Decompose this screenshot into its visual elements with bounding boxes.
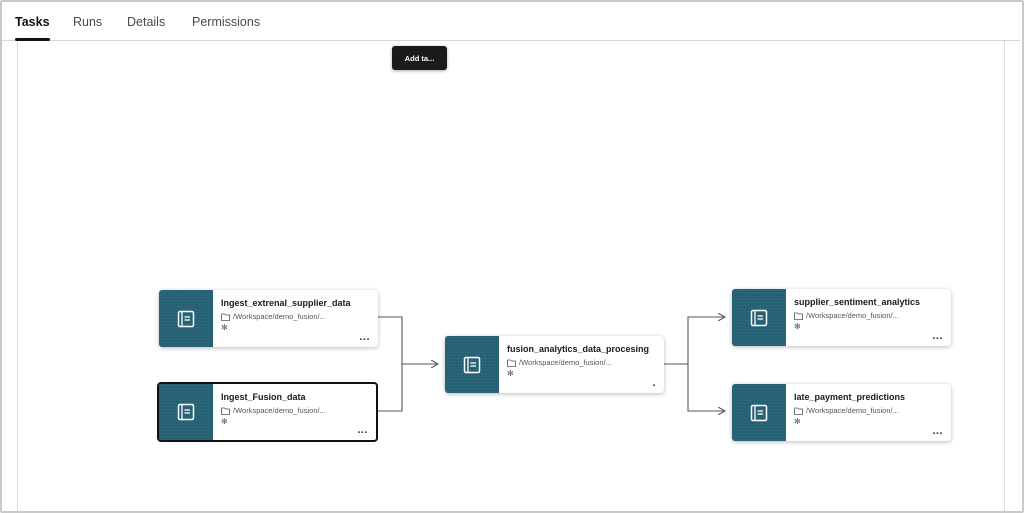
cluster-icon: ✻	[507, 369, 514, 378]
task-name: Ingest_extrenal_supplier_data	[221, 298, 351, 308]
task-path-row: /Workspace/demo_fusion/...	[794, 406, 899, 415]
more-options-icon[interactable]: .	[652, 377, 656, 389]
more-options-icon[interactable]: ...	[357, 424, 368, 436]
cluster-icon: ✻	[794, 322, 801, 331]
tab-permissions[interactable]: Permissions	[192, 15, 261, 29]
task-path: /Workspace/demo_fusion/...	[806, 406, 899, 415]
cluster-icon: ✻	[221, 417, 228, 426]
notebook-icon	[732, 289, 786, 346]
more-options-icon[interactable]: ...	[932, 330, 943, 342]
task-node-supplier-sentiment-analytics[interactable]: supplier_sentiment_analytics /Workspace/…	[732, 289, 951, 346]
folder-icon	[221, 313, 230, 321]
more-options-icon[interactable]: ...	[359, 331, 370, 343]
task-path-row: /Workspace/demo_fusion/...	[507, 358, 612, 367]
task-node-ingest-fusion[interactable]: Ingest_Fusion_data /Workspace/demo_fusio…	[157, 382, 378, 442]
tab-details[interactable]: Details	[127, 15, 166, 29]
notebook-icon	[732, 384, 786, 441]
task-node-late-payment-predictions[interactable]: late_payment_predictions /Workspace/demo…	[732, 384, 951, 441]
task-node-fusion-analytics-processing[interactable]: fusion_analytics_data_procesing /Workspa…	[445, 336, 664, 393]
task-name: fusion_analytics_data_procesing	[507, 344, 650, 354]
task-path-row: /Workspace/demo_fusion/...	[794, 311, 899, 320]
task-path-row: /Workspace/demo_fusion/...	[221, 312, 326, 321]
active-tab-indicator	[15, 38, 50, 41]
more-options-icon[interactable]: ...	[932, 425, 943, 437]
folder-icon	[794, 407, 803, 415]
task-node-ingest-external-supplier[interactable]: Ingest_extrenal_supplier_data /Workspace…	[159, 290, 378, 347]
folder-icon	[221, 407, 230, 415]
notebook-icon	[445, 336, 499, 393]
task-path: /Workspace/demo_fusion/...	[233, 312, 326, 321]
folder-icon	[507, 359, 516, 367]
folder-icon	[794, 312, 803, 320]
notebook-icon	[159, 290, 213, 347]
task-path: /Workspace/demo_fusion/...	[519, 358, 612, 367]
tab-runs[interactable]: Runs	[73, 15, 103, 29]
add-task-button[interactable]: Add ta...	[392, 46, 447, 70]
notebook-icon	[159, 384, 213, 440]
task-name: supplier_sentiment_analytics	[794, 297, 921, 307]
tab-bar: Tasks Runs Details Permissions	[2, 2, 1020, 41]
task-path: /Workspace/demo_fusion/...	[233, 406, 326, 415]
cluster-icon: ✻	[221, 323, 228, 332]
tab-tasks[interactable]: Tasks	[15, 15, 50, 29]
task-path: /Workspace/demo_fusion/...	[806, 311, 899, 320]
cluster-icon: ✻	[794, 417, 801, 426]
task-name: late_payment_predictions	[794, 392, 906, 402]
task-path-row: /Workspace/demo_fusion/...	[221, 406, 326, 415]
task-name: Ingest_Fusion_data	[221, 392, 306, 402]
